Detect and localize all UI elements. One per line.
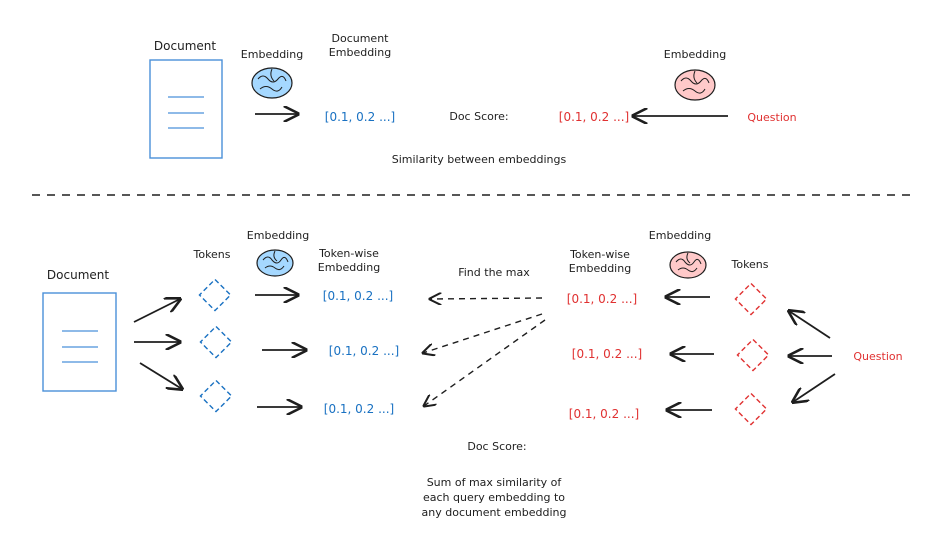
doc-token-vector-3: [0.1, 0.2 ...] xyxy=(324,402,394,416)
bottom-token-wise-label-left-2: Embedding xyxy=(318,261,380,274)
doc-token-1 xyxy=(198,278,232,312)
doc-token-3 xyxy=(199,379,233,413)
top-question-vector: [0.1, 0.2 ...] xyxy=(559,110,629,124)
top-document-icon xyxy=(149,59,223,159)
find-max-arrow-1 xyxy=(430,298,543,299)
doc-token-vector-1: [0.1, 0.2 ...] xyxy=(323,289,393,303)
top-doc-embedding-label-1: Document xyxy=(332,32,390,45)
bottom-token-wise-label-left-1: Token-wise xyxy=(318,247,379,260)
bottom-token-wise-label-right-2: Embedding xyxy=(569,262,631,275)
top-doc-embedding-label-2: Embedding xyxy=(329,46,391,59)
question-token-vector-3: [0.1, 0.2 ...] xyxy=(569,407,639,421)
top-embedding-label-left: Embedding xyxy=(241,48,303,61)
question-token-vector-1: [0.1, 0.2 ...] xyxy=(567,292,637,306)
bottom-document-label: Document xyxy=(47,268,109,282)
top-doc-score-label: Doc Score: xyxy=(449,110,508,123)
brain-icon-blue-bottom xyxy=(256,249,294,277)
bottom-token-wise-label-right-1: Token-wise xyxy=(569,248,630,261)
brain-icon-red-top xyxy=(674,69,716,101)
bottom-doc-score-label: Doc Score: xyxy=(467,440,526,453)
top-embedding-label-right: Embedding xyxy=(664,48,726,61)
bottom-document-icon xyxy=(42,292,117,392)
doc-score-caption-3: any document embedding xyxy=(422,506,567,519)
top-doc-vector: [0.1, 0.2 ...] xyxy=(325,110,395,124)
bottom-embedding-label-right: Embedding xyxy=(649,229,711,242)
doc-token-2 xyxy=(199,325,233,359)
question-to-token-arrow-3 xyxy=(793,373,836,402)
bottom-tokens-label-right: Tokens xyxy=(730,258,768,271)
doc-to-token-arrow-1 xyxy=(133,299,180,323)
brain-icon-blue-top xyxy=(251,67,293,99)
question-token-vector-2: [0.1, 0.2 ...] xyxy=(572,347,642,361)
question-token-3 xyxy=(734,392,768,426)
find-max-arrow-3 xyxy=(424,319,546,406)
bottom-tokens-label-left: Tokens xyxy=(192,248,230,261)
doc-score-caption-2: each query embedding to xyxy=(423,491,565,504)
top-document-label: Document xyxy=(154,39,216,53)
question-token-2 xyxy=(736,338,770,372)
brain-icon-red-bottom xyxy=(669,251,707,279)
bottom-embedding-label-left: Embedding xyxy=(247,229,309,242)
doc-token-vector-2: [0.1, 0.2 ...] xyxy=(329,344,399,358)
doc-score-caption-1: Sum of max similarity of xyxy=(427,476,563,489)
top-similarity-caption: Similarity between embeddings xyxy=(392,153,567,166)
question-to-token-arrow-1 xyxy=(789,311,831,339)
question-token-1 xyxy=(734,282,768,316)
find-max-arrow-2 xyxy=(423,313,543,353)
top-question-label: Question xyxy=(747,111,796,124)
bottom-question-label: Question xyxy=(853,350,902,363)
doc-to-token-arrow-3 xyxy=(139,362,182,389)
find-max-label: Find the max xyxy=(458,266,530,279)
